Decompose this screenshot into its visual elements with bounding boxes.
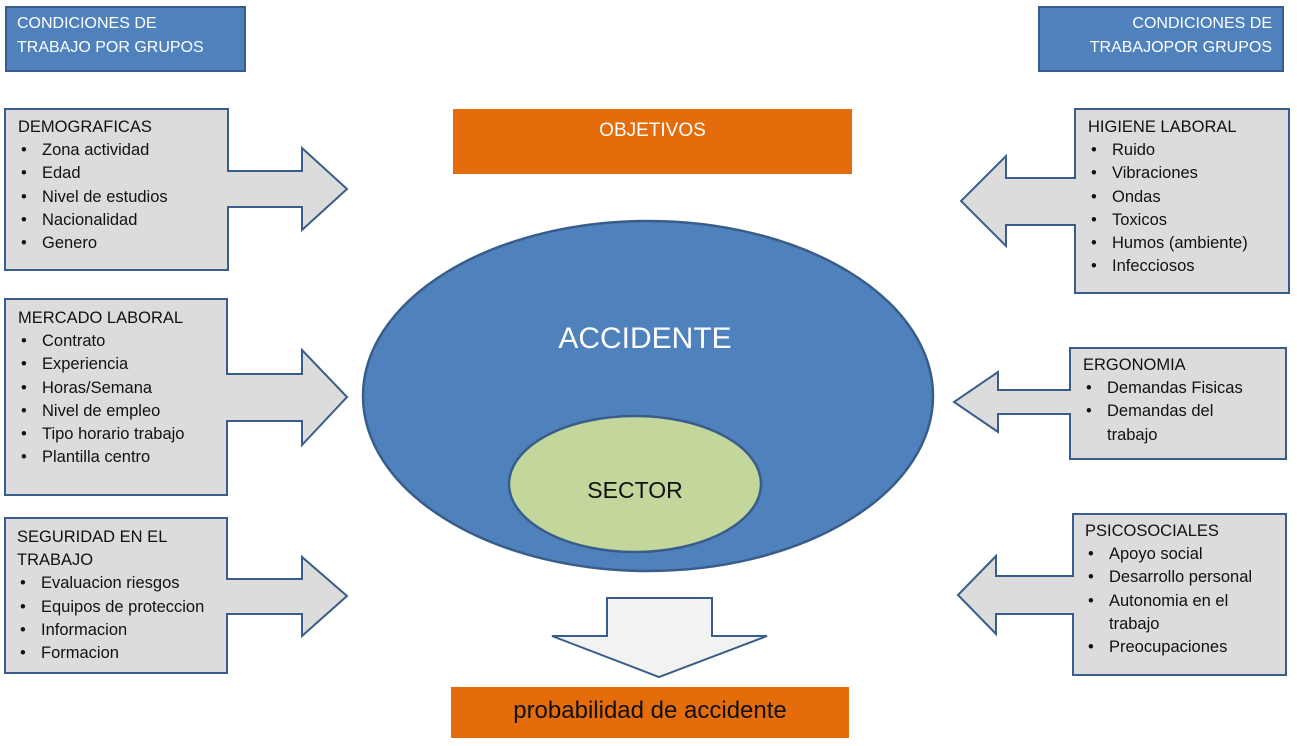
header-right-line2: TRABAJOPOR GRUPOS	[1089, 39, 1272, 56]
header-right-line1: CONDICIONES DE	[1132, 15, 1272, 32]
header-right: CONDICIONES DE TRABAJOPOR GRUPOS	[1038, 6, 1284, 72]
sector-ellipse	[507, 414, 763, 554]
header-left: CONDICIONES DE TRABAJO POR GRUPOS	[5, 6, 246, 72]
down-arrow	[551, 597, 768, 679]
accidente-label: ACCIDENTE	[558, 322, 732, 355]
objetivos-box: OBJETIVOS	[453, 109, 852, 174]
accidente-ellipse	[361, 219, 935, 573]
objetivos-label: OBJETIVOS	[599, 120, 706, 141]
sector-label: SECTOR	[587, 477, 683, 503]
header-left-text: CONDICIONES DE TRABAJO POR GRUPOS	[17, 15, 204, 56]
probabilidad-box: probabilidad de accidente	[451, 687, 849, 738]
probabilidad-label: probabilidad de accidente	[513, 697, 787, 724]
